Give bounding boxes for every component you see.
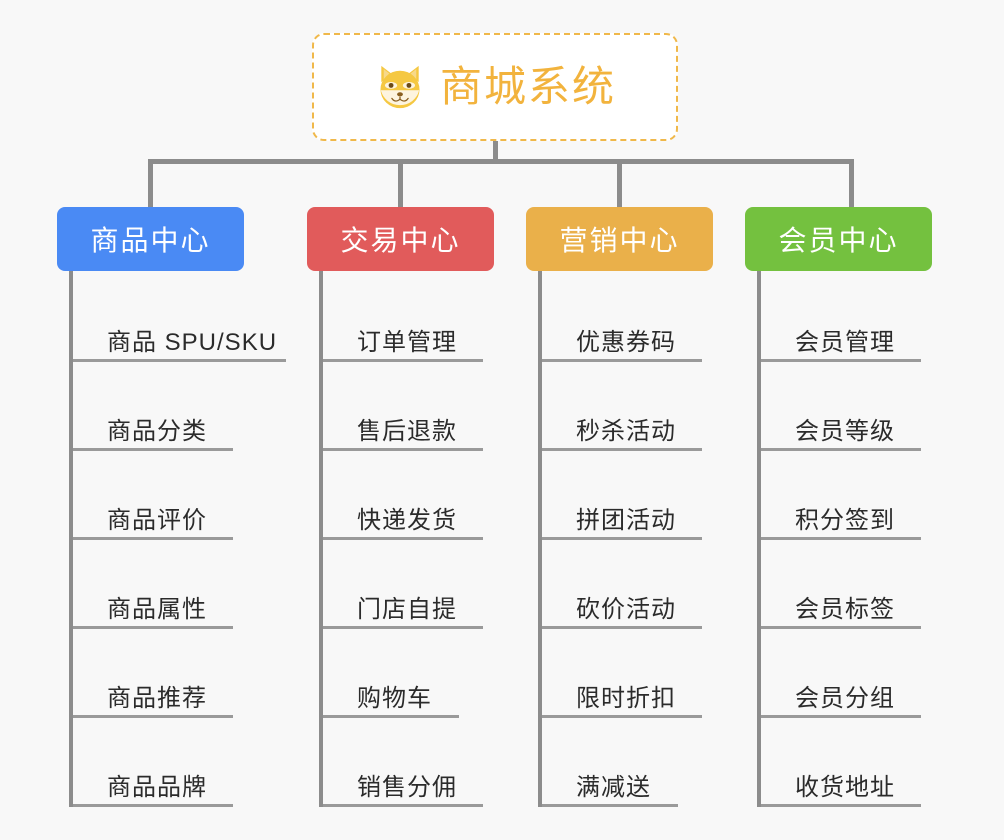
leaf-label: 收货地址 <box>795 774 895 801</box>
category-branch-3: 优惠券码秒杀活动拼团活动砍价活动限时折扣满减送 <box>538 271 713 807</box>
leaf-underline <box>761 626 921 629</box>
leaf-node[interactable]: 购物车 <box>323 629 494 718</box>
leaf-node[interactable]: 快递发货 <box>323 451 494 540</box>
leaf-node[interactable]: 秒杀活动 <box>542 362 713 451</box>
leaf-underline <box>542 804 678 807</box>
leaf-label: 商品评价 <box>107 507 207 534</box>
leaf-node[interactable]: 积分签到 <box>761 451 932 540</box>
leaf-underline <box>542 537 702 540</box>
category-header-4[interactable]: 会员中心 <box>745 207 932 271</box>
leaf-label: 会员标签 <box>795 596 895 623</box>
leaf-node[interactable]: 商品 SPU/SKU <box>73 273 286 362</box>
leaf-underline <box>323 448 483 451</box>
leaf-node[interactable]: 会员标签 <box>761 540 932 629</box>
leaf-underline <box>761 448 921 451</box>
leaf-node[interactable]: 商品分类 <box>73 362 244 451</box>
connector-drop-4 <box>849 159 854 207</box>
leaf-label: 会员等级 <box>795 418 895 445</box>
leaf-label: 商品分类 <box>107 418 207 445</box>
leaf-underline <box>323 537 483 540</box>
leaf-underline <box>761 715 921 718</box>
leaf-node[interactable]: 会员等级 <box>761 362 932 451</box>
leaf-label: 门店自提 <box>357 596 457 623</box>
leaf-underline <box>323 804 483 807</box>
leaf-node[interactable]: 拼团活动 <box>542 451 713 540</box>
leaf-node[interactable]: 商品评价 <box>73 451 244 540</box>
leaf-node[interactable]: 会员管理 <box>761 273 932 362</box>
leaf-underline <box>73 626 233 629</box>
leaf-underline <box>761 537 921 540</box>
leaf-label: 会员管理 <box>795 329 895 356</box>
leaf-node[interactable]: 商品推荐 <box>73 629 244 718</box>
category-column-3: 营销中心优惠券码秒杀活动拼团活动砍价活动限时折扣满减送 <box>526 207 713 807</box>
leaf-underline <box>73 715 233 718</box>
leaf-label: 满减送 <box>576 774 651 801</box>
leaf-underline <box>542 448 702 451</box>
connector-stem <box>493 141 498 163</box>
leaf-label: 优惠券码 <box>576 329 676 356</box>
leaf-node[interactable]: 商品品牌 <box>73 718 244 807</box>
category-branch-2: 订单管理售后退款快递发货门店自提购物车销售分佣 <box>319 271 494 807</box>
leaf-label: 会员分组 <box>795 685 895 712</box>
leaf-label: 订单管理 <box>357 329 457 356</box>
leaf-underline <box>73 448 233 451</box>
leaf-node[interactable]: 订单管理 <box>323 273 494 362</box>
leaf-label: 限时折扣 <box>576 685 676 712</box>
leaf-label: 商品属性 <box>107 596 207 623</box>
category-header-3[interactable]: 营销中心 <box>526 207 713 271</box>
leaf-underline <box>73 537 233 540</box>
leaf-underline <box>323 626 483 629</box>
connector-drop-3 <box>617 159 622 207</box>
leaf-label: 拼团活动 <box>576 507 676 534</box>
category-column-1: 商品中心商品 SPU/SKU 商品分类商品评价商品属性商品推荐商品品牌 <box>57 207 286 807</box>
category-header-1[interactable]: 商品中心 <box>57 207 244 271</box>
leaf-underline <box>542 626 702 629</box>
leaf-label: 砍价活动 <box>576 596 676 623</box>
leaf-node[interactable]: 收货地址 <box>761 718 932 807</box>
leaf-underline <box>323 715 459 718</box>
leaf-node[interactable]: 砍价活动 <box>542 540 713 629</box>
leaf-node[interactable]: 会员分组 <box>761 629 932 718</box>
connector-drop-2 <box>398 159 403 207</box>
leaf-underline <box>761 804 921 807</box>
connector-drop-1 <box>148 159 153 207</box>
leaf-node[interactable]: 商品属性 <box>73 540 244 629</box>
shiba-dog-icon <box>380 65 420 109</box>
leaf-underline <box>542 715 702 718</box>
leaf-node[interactable]: 销售分佣 <box>323 718 494 807</box>
leaf-label: 商品推荐 <box>107 685 207 712</box>
root-title-card[interactable]: 商城系统 <box>312 33 678 141</box>
leaf-node[interactable]: 优惠券码 <box>542 273 713 362</box>
category-branch-4: 会员管理会员等级积分签到会员标签会员分组收货地址 <box>757 271 932 807</box>
leaf-label: 售后退款 <box>357 418 457 445</box>
leaf-underline <box>542 359 702 362</box>
leaf-underline <box>73 804 233 807</box>
leaf-label: 快递发货 <box>357 507 457 534</box>
root-title-label: 商城系统 <box>439 63 616 110</box>
category-header-2[interactable]: 交易中心 <box>307 207 494 271</box>
leaf-label: 购物车 <box>357 685 432 712</box>
leaf-node[interactable]: 满减送 <box>542 718 713 807</box>
leaf-node[interactable]: 门店自提 <box>323 540 494 629</box>
leaf-label: 商品 SPU/SKU <box>107 329 278 356</box>
leaf-label: 秒杀活动 <box>576 418 676 445</box>
leaf-label: 积分签到 <box>795 507 895 534</box>
leaf-underline <box>73 359 286 362</box>
category-column-2: 交易中心订单管理售后退款快递发货门店自提购物车销售分佣 <box>307 207 494 807</box>
connector-bus <box>148 159 854 164</box>
leaf-underline <box>323 359 483 362</box>
leaf-node[interactable]: 售后退款 <box>323 362 494 451</box>
leaf-label: 销售分佣 <box>357 774 457 801</box>
category-branch-1: 商品 SPU/SKU 商品分类商品评价商品属性商品推荐商品品牌 <box>69 271 286 807</box>
category-column-4: 会员中心会员管理会员等级积分签到会员标签会员分组收货地址 <box>745 207 932 807</box>
leaf-label: 商品品牌 <box>107 774 207 801</box>
leaf-underline <box>761 359 921 362</box>
leaf-node[interactable]: 限时折扣 <box>542 629 713 718</box>
